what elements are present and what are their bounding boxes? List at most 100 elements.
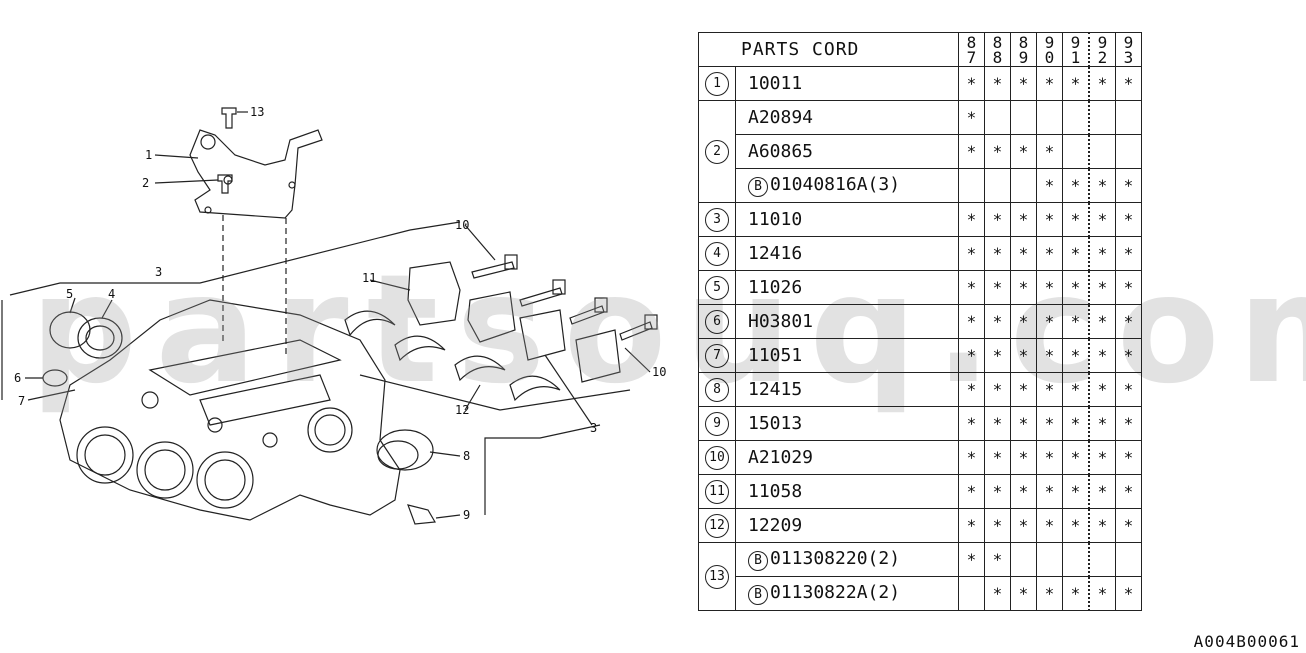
part-code-text: A60865 bbox=[748, 141, 814, 162]
cylinder-block bbox=[59, 299, 401, 521]
year-availability-cell: * bbox=[1062, 576, 1090, 611]
ref-number-circle: 5 bbox=[705, 276, 729, 300]
part-code-text: 11010 bbox=[748, 209, 803, 230]
year-availability-cell: * bbox=[958, 406, 985, 441]
year-availability-cell: * bbox=[1115, 202, 1142, 237]
ref-number-circle: 7 bbox=[705, 344, 729, 368]
year-availability-cell: * bbox=[958, 508, 985, 543]
ref-number-cell: 12 bbox=[698, 508, 736, 543]
callout-13: 13 bbox=[250, 105, 264, 119]
year-availability-cell bbox=[984, 168, 1011, 203]
year-availability-cell: * bbox=[984, 304, 1011, 339]
year-availability-cell: * bbox=[1010, 236, 1037, 271]
year-availability-cell: * bbox=[1036, 440, 1063, 475]
part-code-cell: A60865 bbox=[735, 134, 959, 169]
part-code-cell: 10011 bbox=[735, 66, 959, 101]
ref-number-cell: 4 bbox=[698, 236, 736, 271]
year-availability-cell: * bbox=[984, 406, 1011, 441]
year-availability-cell bbox=[1115, 100, 1142, 135]
year-availability-cell: * bbox=[1088, 406, 1116, 441]
year-availability-cell: * bbox=[958, 270, 985, 305]
bolt-prefix-circle: B bbox=[748, 177, 768, 197]
year-availability-cell: * bbox=[1062, 168, 1090, 203]
year-availability-cell: * bbox=[1036, 576, 1063, 611]
year-availability-cell: * bbox=[1088, 304, 1116, 339]
ref-number-cell: 8 bbox=[698, 372, 736, 407]
ref-number-cell: 1 bbox=[698, 66, 736, 101]
year-availability-cell: * bbox=[1088, 202, 1116, 237]
callout-10: 10 bbox=[455, 218, 469, 232]
part-code-text: 10011 bbox=[748, 73, 803, 94]
year-availability-cell bbox=[1088, 542, 1116, 577]
year-availability-cell bbox=[1062, 134, 1090, 169]
year-availability-cell: * bbox=[1115, 66, 1142, 101]
year-availability-cell: * bbox=[1010, 508, 1037, 543]
part-code-cell: 15013 bbox=[735, 406, 959, 441]
part-code-cell: 12415 bbox=[735, 372, 959, 407]
year-availability-cell: * bbox=[984, 338, 1011, 373]
callout-12: 12 bbox=[455, 403, 469, 417]
year-availability-cell: * bbox=[984, 508, 1011, 543]
year-availability-cell bbox=[1036, 100, 1063, 135]
year-availability-cell: * bbox=[958, 542, 985, 577]
year-availability-cell: * bbox=[1010, 134, 1037, 169]
part-code-text: 01130822A(2) bbox=[770, 582, 901, 603]
year-availability-cell: * bbox=[1036, 304, 1063, 339]
year-availability-cell: * bbox=[1010, 202, 1037, 237]
year-availability-cell: * bbox=[1010, 270, 1037, 305]
part-code-text: 12209 bbox=[748, 515, 803, 536]
year-availability-cell: * bbox=[1062, 304, 1090, 339]
year-availability-cell: * bbox=[1036, 66, 1063, 101]
part-code-cell: A20894 bbox=[735, 100, 959, 135]
ref-number-circle: 1 bbox=[705, 72, 729, 96]
callout-7: 7 bbox=[18, 394, 25, 408]
year-availability-cell: * bbox=[1036, 474, 1063, 509]
ref-number-circle: 10 bbox=[705, 446, 729, 470]
year-availability-cell: * bbox=[984, 440, 1011, 475]
part-code-text: 12416 bbox=[748, 243, 803, 264]
ref-number-cell: 2 bbox=[698, 100, 736, 203]
callout-3: 3 bbox=[155, 265, 162, 279]
year-availability-cell bbox=[1010, 542, 1037, 577]
year-availability-cell: * bbox=[1062, 202, 1090, 237]
year-availability-cell bbox=[984, 100, 1011, 135]
year-availability-cell: * bbox=[1062, 270, 1090, 305]
year-availability-cell: * bbox=[984, 66, 1011, 101]
year-availability-cell: * bbox=[1036, 168, 1063, 203]
bolt-13 bbox=[221, 107, 237, 129]
callout-4: 4 bbox=[108, 287, 115, 301]
callout-11: 11 bbox=[362, 271, 376, 285]
part-code-text: 011308220(2) bbox=[770, 548, 901, 569]
year-availability-cell: * bbox=[1115, 576, 1142, 611]
year-availability-cell: * bbox=[1115, 440, 1142, 475]
year-availability-cell: * bbox=[984, 270, 1011, 305]
year-availability-cell bbox=[1088, 100, 1116, 135]
year-availability-cell: * bbox=[1088, 338, 1116, 373]
year-availability-cell: * bbox=[1062, 338, 1090, 373]
bolt-2 bbox=[217, 174, 233, 194]
year-availability-cell bbox=[1010, 168, 1037, 203]
year-availability-cell: * bbox=[1088, 508, 1116, 543]
part-code-cell: 11051 bbox=[735, 338, 959, 373]
callout-9: 9 bbox=[463, 508, 470, 522]
part-code-text: 11058 bbox=[748, 481, 803, 502]
part-code-cell: A21029 bbox=[735, 440, 959, 475]
year-availability-cell: * bbox=[958, 134, 985, 169]
year-availability-cell bbox=[1036, 542, 1063, 577]
part-code-text: H03801 bbox=[748, 311, 814, 332]
part-code-text: 11026 bbox=[748, 277, 803, 298]
table-row: A60865**** bbox=[699, 134, 1142, 169]
year-availability-cell: * bbox=[1115, 372, 1142, 407]
ref-number-circle: 8 bbox=[705, 378, 729, 402]
